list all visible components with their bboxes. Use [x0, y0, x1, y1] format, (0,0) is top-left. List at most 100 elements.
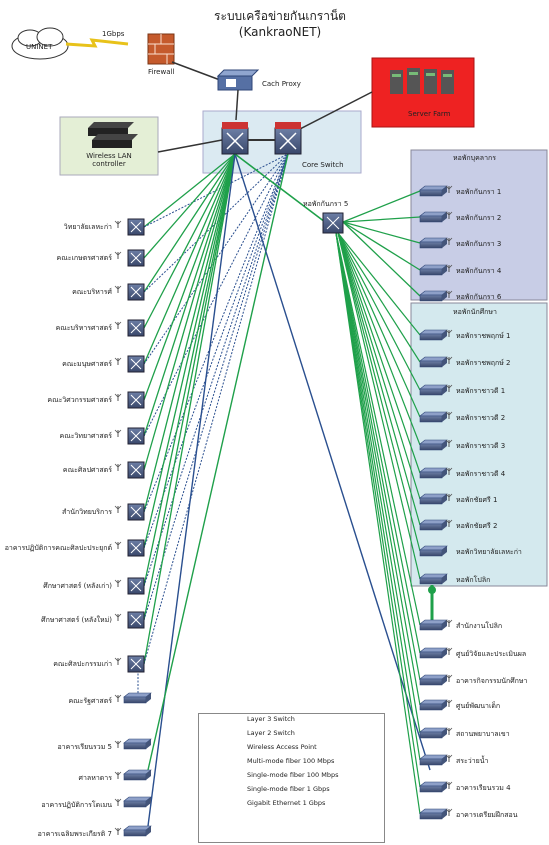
dorm-switch-icon — [419, 545, 448, 557]
dorm-label: หอพักราชพฤกษ์ 2 — [456, 359, 511, 367]
dorm5-label: หอพักกันกรา 5 — [303, 200, 349, 208]
fw-proxy-link — [171, 61, 221, 81]
link-line — [143, 153, 236, 329]
link-line — [342, 221, 421, 297]
dorm-label: หอพักกันกรา 1 — [456, 188, 502, 196]
building-switch-icon — [127, 577, 145, 595]
link-line — [143, 153, 236, 621]
building-switch-icon — [123, 692, 152, 704]
dorm-switch-icon — [419, 411, 448, 423]
wan-link — [65, 38, 129, 48]
building-label: คณะบริหารศ์ — [72, 288, 112, 296]
building-switch-icon — [419, 781, 448, 793]
link-line — [143, 153, 289, 513]
access-point-icon — [445, 674, 453, 682]
dorm-label: หอพักโปลิก — [456, 576, 491, 584]
building-label: ศาลหาดาร — [78, 774, 112, 782]
cloud-icon — [11, 27, 69, 60]
link-line — [143, 153, 236, 513]
access-point-icon — [445, 699, 453, 707]
access-point-icon — [445, 237, 453, 245]
dorm-switch-icon — [419, 573, 448, 585]
link-line — [335, 232, 421, 626]
access-point-icon — [114, 657, 122, 665]
access-point-icon — [445, 619, 453, 627]
link-line — [337, 232, 421, 474]
building-label: ศึกษาศาสตร์ (หลังเก่า) — [43, 582, 112, 590]
access-point-icon — [445, 356, 453, 364]
building-label: ศูนย์พัฒนาเด็ก — [456, 702, 501, 710]
building-switch-icon — [127, 355, 145, 373]
building-label: ศูนย์วิจัยและประเมินผล — [456, 650, 527, 658]
building-switch-icon — [123, 796, 152, 808]
building-switch-icon — [127, 319, 145, 337]
access-point-icon — [114, 694, 122, 702]
dorm5-switch-icon — [322, 212, 344, 234]
dorm-label: หอพักวิทยาลัยเลหะก่า — [456, 548, 522, 556]
link-line — [337, 232, 421, 500]
link-line — [335, 232, 421, 761]
legend-item: Single-mode fiber 1 Gbps — [247, 785, 330, 793]
building-switch-icon — [127, 391, 145, 409]
links — [137, 153, 436, 827]
dorm-label: หอพักกันกรา 6 — [456, 293, 502, 301]
link-line — [337, 232, 421, 552]
link-line — [337, 232, 421, 526]
building-label: อาคารเฉลิมพระเกียรติ 7 — [37, 830, 112, 838]
building-switch-icon — [419, 808, 448, 820]
link-node — [428, 586, 436, 594]
dorm-switch-icon — [419, 493, 448, 505]
link-line — [143, 153, 236, 401]
core-switch-icon — [221, 122, 302, 155]
building-label: คณะมนุษศาสตร์ — [62, 360, 112, 368]
access-point-icon — [445, 290, 453, 298]
dorm-label: หอพักราชพฤกษ์ 1 — [456, 332, 511, 340]
dorm-switch-icon — [419, 467, 448, 479]
link-speed-label: 1Gbps — [102, 30, 125, 38]
link-line — [143, 153, 236, 549]
access-point-icon — [114, 827, 122, 835]
access-point-icon — [114, 541, 122, 549]
legend-item: Layer 2 Switch — [247, 729, 295, 737]
building-label: คณะศิลปศาสตร์ — [62, 466, 112, 474]
building-switch-icon — [127, 611, 145, 629]
access-point-icon — [445, 411, 453, 419]
access-point-icon — [114, 429, 122, 437]
building-label: อาคารเรียนรวม 4 — [456, 784, 511, 792]
link-line — [342, 216, 421, 223]
link-line — [147, 153, 289, 771]
link-line — [143, 153, 289, 665]
access-point-icon — [445, 384, 453, 392]
access-point-icon — [445, 467, 453, 475]
link-line — [335, 232, 421, 706]
building-switch-icon — [127, 539, 145, 557]
access-point-icon — [445, 211, 453, 219]
link-line — [143, 153, 289, 293]
building-label: คณะบริหารศาสตร์ — [55, 324, 112, 332]
access-point-icon — [445, 754, 453, 762]
student-dorm-header: หอพักนักศึกษา — [453, 308, 497, 316]
subtitle-text: (KankraoNET) — [238, 25, 322, 39]
access-point-icon — [445, 647, 453, 655]
link-line — [143, 153, 236, 228]
dorm-label: หอพักชัยศรี 2 — [456, 522, 498, 530]
firewall-label: Firewall — [148, 68, 175, 76]
access-point-icon — [114, 321, 122, 329]
access-point-icon — [114, 220, 122, 228]
link-line — [143, 153, 236, 259]
access-point-icon — [114, 357, 122, 365]
building-label: คณะวิศวกรรมศาสตร์ — [47, 396, 112, 404]
link-line — [143, 153, 289, 587]
building-switch-icon — [127, 461, 145, 479]
diagram-title: ระบบเครือข่ายกันเกราน็ต (KankraoNET) — [200, 8, 360, 40]
dorm-label: หอพักกันกรา 3 — [456, 240, 502, 248]
link-line — [335, 232, 421, 815]
building-switch-icon — [127, 427, 145, 445]
server-rack-icon — [390, 68, 454, 94]
access-point-icon — [445, 329, 453, 337]
link-line — [342, 221, 421, 244]
access-point-icon — [114, 463, 122, 471]
staff-dorm-header: หอพักบุคลากร — [453, 154, 497, 162]
access-point-icon — [114, 393, 122, 401]
